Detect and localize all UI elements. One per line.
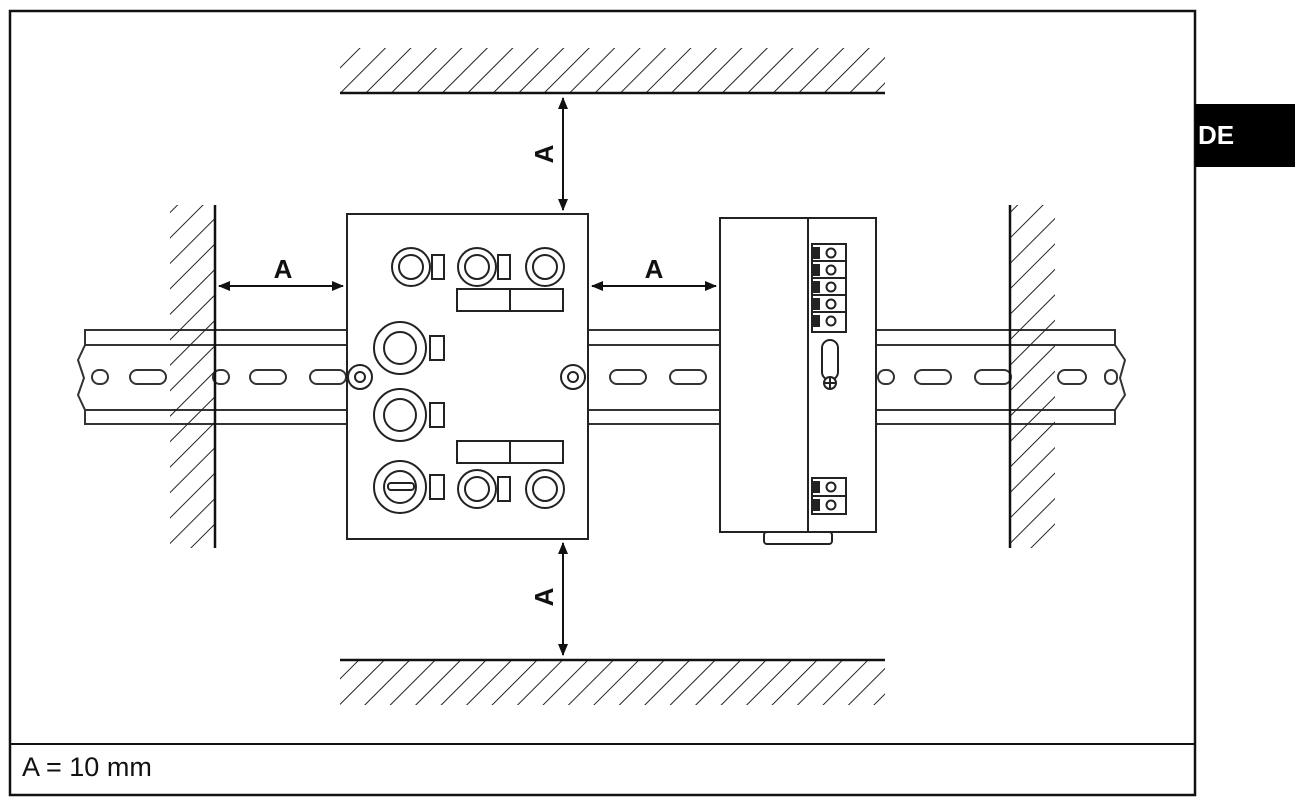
dim-label-bottom: A — [529, 587, 559, 606]
electronic-module — [719, 217, 877, 545]
din-rail — [76, 329, 1127, 425]
fitting-top-left — [391, 247, 445, 287]
fitting-bottom-middle — [457, 469, 511, 509]
dim-label-top: A — [529, 144, 559, 163]
dim-label-left: A — [274, 254, 293, 284]
pneumatic-module — [346, 213, 589, 540]
fitting-side-lower — [373, 460, 445, 514]
bottom-wall — [340, 658, 885, 705]
dim-label-right: A — [645, 254, 664, 284]
language-tab: DE — [1195, 104, 1295, 167]
terminal-block-top — [811, 243, 847, 333]
clearance-arrows — [218, 97, 717, 656]
terminal-block-bottom — [811, 477, 847, 515]
fitting-side-upper — [373, 321, 445, 375]
fitting-side-middle — [373, 388, 445, 442]
right-wall — [1008, 205, 1055, 548]
status-window — [821, 339, 839, 390]
diagram-frame — [8, 9, 1197, 797]
fitting-bottom-right — [525, 469, 565, 509]
din-clip — [763, 531, 833, 545]
fitting-top-right — [525, 247, 565, 287]
top-wall — [340, 48, 885, 95]
fitting-top-middle — [457, 247, 511, 287]
left-wall — [170, 205, 217, 548]
caption-text: A = 10 mm — [22, 752, 152, 782]
